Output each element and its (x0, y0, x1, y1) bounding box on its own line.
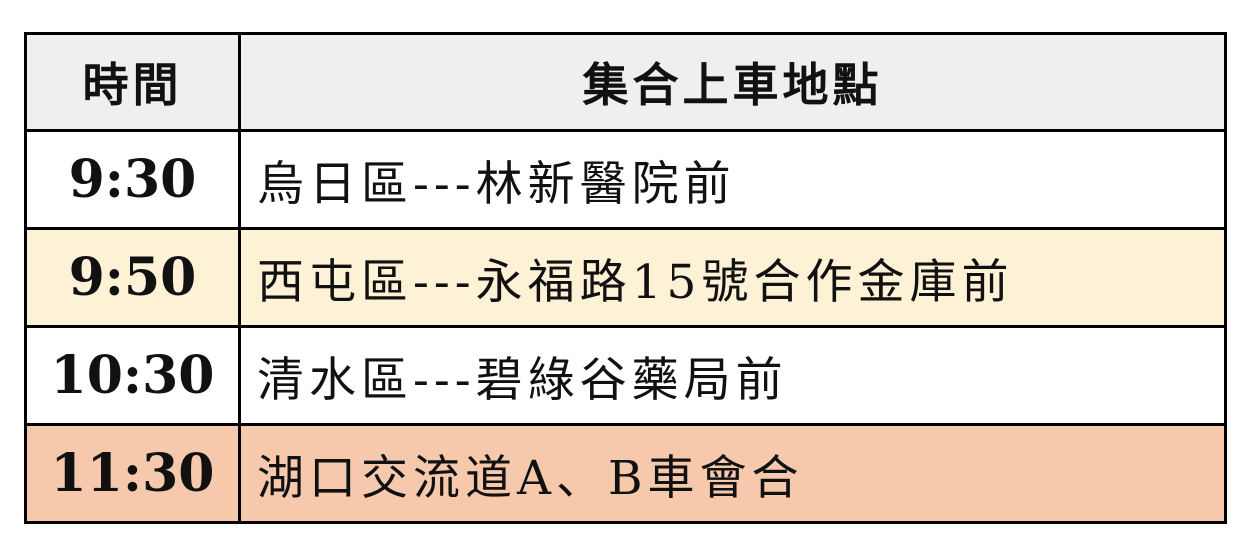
schedule-table: 時間 集合上車地點 9:30 烏日區---林新醫院前 9:50 西屯區---永福… (24, 32, 1227, 524)
header-place: 集合上車地點 (238, 32, 1227, 132)
table-row: 10:30 清水區---碧綠谷藥局前 (24, 325, 1227, 426)
time-cell: 11:30 (24, 423, 241, 524)
time-cell: 9:30 (24, 129, 241, 230)
place-cell: 西屯區---永福路15號合作金庫前 (238, 227, 1227, 328)
table-row: 9:30 烏日區---林新醫院前 (24, 129, 1227, 230)
table-header-row: 時間 集合上車地點 (24, 32, 1227, 132)
place-cell: 清水區---碧綠谷藥局前 (238, 325, 1227, 426)
table-row: 11:30 湖口交流道A、B車會合 (24, 423, 1227, 524)
table-row: 9:50 西屯區---永福路15號合作金庫前 (24, 227, 1227, 328)
header-time: 時間 (24, 32, 241, 132)
place-cell: 烏日區---林新醫院前 (238, 129, 1227, 230)
time-cell: 10:30 (24, 325, 241, 426)
place-cell: 湖口交流道A、B車會合 (238, 423, 1227, 524)
time-cell: 9:50 (24, 227, 241, 328)
